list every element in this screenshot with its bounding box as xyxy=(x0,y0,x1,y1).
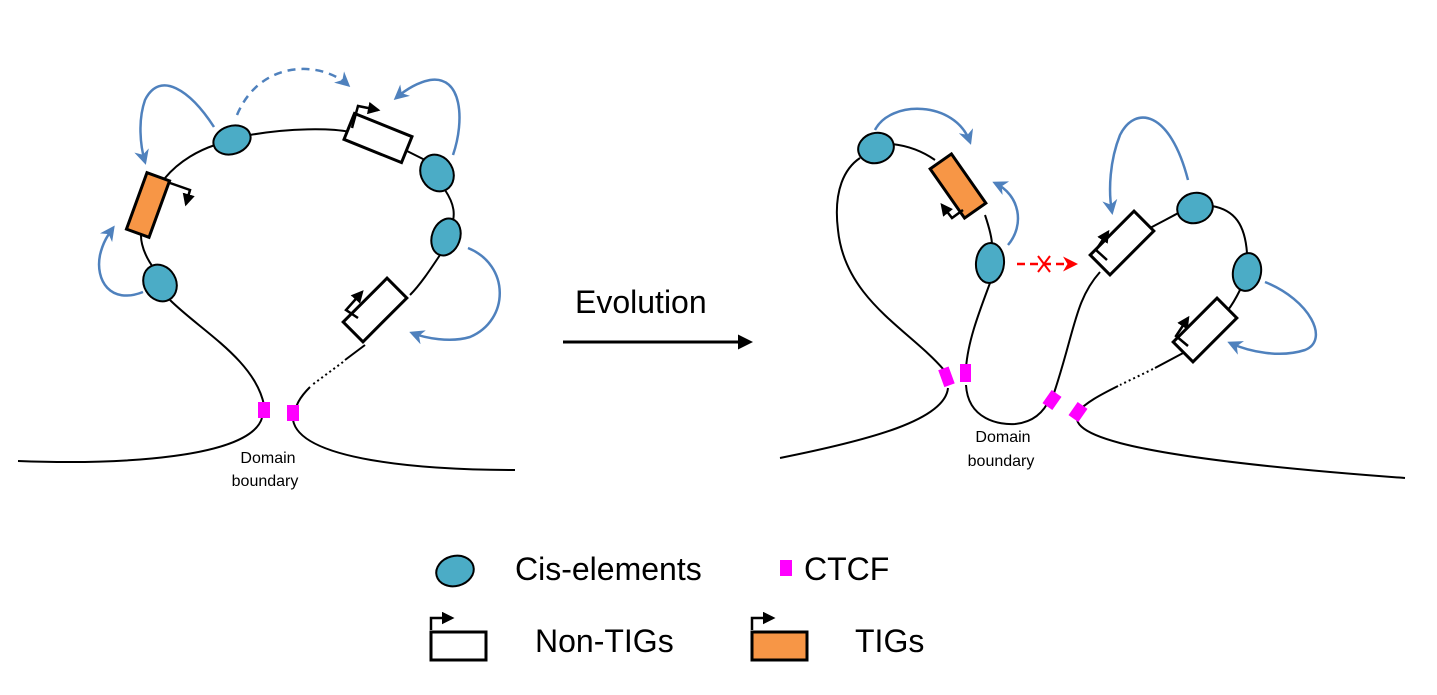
cis-element xyxy=(419,153,455,193)
tss-arrow-icon xyxy=(350,101,381,129)
non-tig-gene xyxy=(342,111,414,165)
legend-tigs-label: TIGs xyxy=(855,623,924,659)
legend-ctcf-icon xyxy=(780,560,792,576)
regulation-arrow xyxy=(134,84,216,165)
tig-gene xyxy=(124,170,172,240)
regulation-arrow xyxy=(873,107,974,145)
chromatin-strand xyxy=(1119,368,1154,386)
cis-element xyxy=(1176,191,1214,225)
legend-tig-icon xyxy=(750,630,809,662)
right-domain: Domain boundary xyxy=(779,107,1406,479)
cis-element xyxy=(974,242,1006,284)
chromatin-strand xyxy=(965,282,991,369)
legend-cis-element-icon xyxy=(435,554,475,588)
chromatin-strand xyxy=(169,299,265,406)
cis-element xyxy=(857,131,895,165)
legend-tss-arrow-icon xyxy=(750,611,776,630)
legend-cis-elements-label: Cis-elements xyxy=(515,551,702,587)
domain-boundary-label: boundary xyxy=(232,473,299,490)
chromatin-strand xyxy=(311,361,344,386)
legend-non-tig-icon xyxy=(429,630,488,662)
chromatin-strand xyxy=(835,157,945,371)
regulation-arrow xyxy=(1102,116,1190,215)
domain-boundary-label: Domain xyxy=(975,429,1030,446)
regulation-arrow xyxy=(992,181,1020,246)
tss-arrow-icon xyxy=(1094,229,1110,261)
legend-non-tigs-label: Non-TIGs xyxy=(535,623,674,659)
cis-element xyxy=(1231,252,1263,292)
regulation-arrow xyxy=(1227,280,1318,355)
legend: Cis-elements CTCF Non-TIGs TIGs xyxy=(429,551,924,662)
chromatin-strand xyxy=(1154,351,1186,369)
ctcf-site xyxy=(938,366,955,388)
regulation-arrow xyxy=(97,225,144,297)
chromatin-strand xyxy=(1075,385,1406,479)
ctcf-site xyxy=(287,405,299,421)
chromatin-strand xyxy=(344,344,366,361)
ctcf-site xyxy=(258,402,270,418)
non-tig-gene xyxy=(341,276,409,344)
regulation-arrow xyxy=(409,246,501,345)
chromatin-strand xyxy=(164,144,216,179)
tss-arrow-icon xyxy=(344,290,364,320)
left-domain: Domain boundary xyxy=(17,67,516,490)
tig-gene xyxy=(928,151,988,221)
legend-tss-arrow-icon xyxy=(429,611,455,630)
tss-arrow-icon xyxy=(1174,315,1190,347)
chromatin-strand xyxy=(17,417,263,463)
chromatin-strand xyxy=(1053,271,1101,394)
legend-ctcf-label: CTCF xyxy=(804,551,889,587)
domain-boundary-label: boundary xyxy=(968,453,1035,470)
blocked-cross-icon xyxy=(1037,255,1051,273)
chromatin-strand xyxy=(984,214,993,246)
domain-boundary-label: Domain xyxy=(240,450,295,467)
ctcf-site xyxy=(1068,402,1088,422)
chromatin-strand xyxy=(965,384,1051,426)
regulation-arrow xyxy=(393,78,461,156)
ctcf-site xyxy=(1042,390,1062,410)
tss-arrow-icon xyxy=(169,181,195,207)
chromatin-strand xyxy=(249,128,351,136)
cis-element xyxy=(430,217,462,257)
ctcf-site xyxy=(960,364,971,382)
chromatin-strand xyxy=(779,387,949,459)
potential-regulation-arrow xyxy=(235,67,351,116)
evolution-label: Evolution xyxy=(575,284,707,320)
tss-arrow-icon xyxy=(940,203,964,220)
non-tig-gene xyxy=(1171,296,1239,364)
cis-element xyxy=(142,263,178,303)
cis-element xyxy=(212,124,252,156)
chromatin-strand xyxy=(891,143,936,161)
chromatin-strand xyxy=(291,386,516,471)
